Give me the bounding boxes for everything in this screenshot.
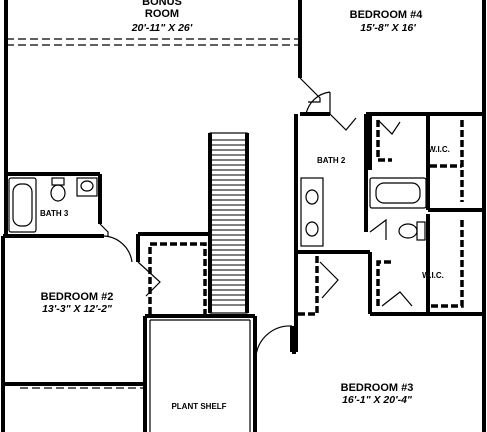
hall-walls	[255, 114, 298, 357]
wic-lower-shelf-left	[376, 260, 392, 306]
bath3-name: BATH 3	[40, 209, 69, 218]
bedroom4-dimensions: 15'-8" X 16'	[360, 22, 416, 34]
bath-2: BATH 2	[296, 113, 427, 254]
bonus-room: BONUS ROOM 20'-11" X 26'	[6, 0, 300, 46]
bath3-toilet-tank	[51, 177, 65, 186]
wic-lower: W.I.C.	[368, 214, 484, 316]
bath-3: BATH 3	[3, 172, 109, 238]
linen-closet-shelf	[296, 256, 319, 316]
bath2-name: BATH 2	[317, 156, 346, 165]
bedroom3-name: BEDROOM #3	[341, 382, 414, 394]
linen-closet	[296, 256, 339, 316]
bath2-toilet-bowl	[398, 223, 418, 239]
bedroom3-dimensions: 16'-1" X 20'-4"	[342, 394, 413, 406]
bonus-room-name-line2: ROOM	[145, 8, 179, 20]
wic-upper-door	[377, 119, 401, 135]
bonus-door-swing	[299, 77, 321, 103]
bath2-toilet-tank	[416, 221, 426, 241]
bath3-tub-basin	[12, 183, 33, 227]
wic-lower-door	[381, 291, 413, 307]
bath3-sink-basin	[80, 180, 94, 192]
bedroom2-dimensions: 13'-3" X 12'-2"	[42, 303, 113, 315]
bedroom2-closet-door	[137, 261, 161, 297]
bath2-door-swing	[329, 113, 357, 131]
bedroom2-door-swing	[103, 235, 133, 263]
bedroom2-closet-shelf	[148, 242, 207, 314]
wic-lower-name: W.I.C.	[422, 271, 444, 280]
bedroom-4: BEDROOM #4 15'-8" X 16'	[299, 9, 484, 116]
wic-upper: W.I.C.	[368, 114, 484, 212]
bath2-tub-basin	[375, 182, 421, 204]
plant-shelf-label: PLANT SHELF	[171, 402, 226, 411]
wic-upper-name: W.I.C.	[428, 145, 450, 154]
wic-upper-shelf-left	[376, 120, 392, 162]
bath3-door-swing	[99, 223, 109, 236]
bath2-vanity	[300, 177, 324, 247]
stair	[208, 132, 249, 314]
bedroom4-name: BEDROOM #4	[350, 9, 424, 21]
bedroom3-door-swing	[255, 325, 293, 357]
bonus-room-dimensions: 20'-11" X 26'	[131, 22, 193, 34]
plant-shelf: PLANT SHELF	[143, 314, 257, 432]
bath2-sink-2	[305, 221, 319, 237]
bedroom-3: BEDROOM #3 16'-1" X 20'-4"	[341, 382, 414, 406]
bedroom-2: BEDROOM #2 13'-3" X 12'-2"	[3, 232, 210, 389]
bath2-sink-1	[305, 189, 319, 205]
bedroom2-name: BEDROOM #2	[41, 291, 114, 303]
bedroom4-door-swing	[305, 91, 331, 115]
stair-treads	[212, 139, 245, 306]
bonus-room-name-line1: BONUS	[142, 0, 182, 8]
wic-lower-shelf-right	[430, 220, 464, 308]
bath2-toilet-door	[369, 218, 387, 240]
bath3-sink-counter	[76, 177, 98, 197]
linen-closet-door	[319, 261, 339, 299]
bath3-toilet-bowl	[50, 184, 66, 202]
bath3-tub	[8, 177, 37, 233]
